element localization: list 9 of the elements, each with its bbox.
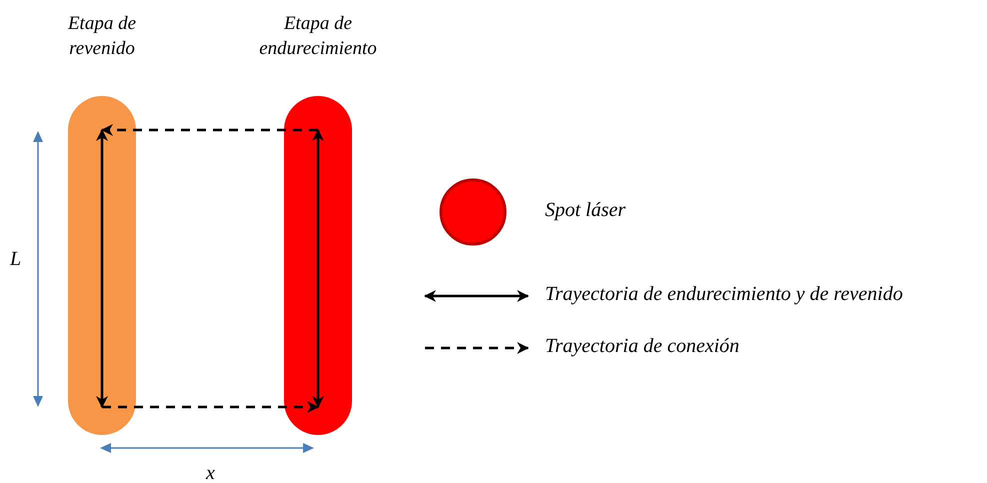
connection-arrow <box>101 124 318 136</box>
dimension-label: x <box>206 462 215 483</box>
dimension-label: L <box>10 248 22 271</box>
legend-text: Trayectoria de endurecimiento y de revenido <box>545 283 903 306</box>
stage-heading: Etapa de revenido <box>66 12 138 61</box>
legend-text: Trayectoria de conexión <box>545 335 740 358</box>
legend-text: Spot láser <box>545 199 626 222</box>
connection-arrow <box>102 401 319 413</box>
stage-heading: Etapa de endurecimiento <box>258 12 378 61</box>
